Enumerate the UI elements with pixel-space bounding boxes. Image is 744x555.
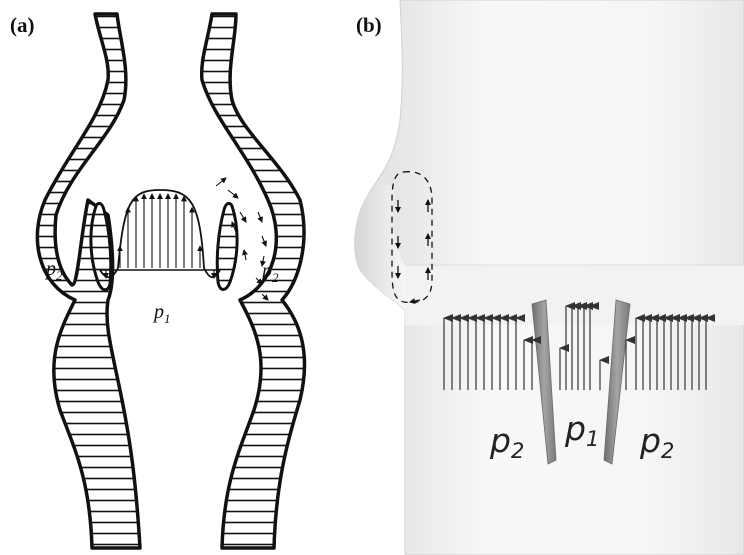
vortex-arrow xyxy=(240,212,246,222)
velocity-profile xyxy=(100,190,220,278)
panel-b: (b) p2 p1 p2 xyxy=(355,0,744,555)
vortex-arrow xyxy=(228,190,238,198)
vortex-arrow xyxy=(262,236,266,246)
label-p1-a: p1 xyxy=(152,301,171,326)
vortex-arrow xyxy=(216,178,226,186)
right-valve-leaflet xyxy=(217,203,237,289)
vortex-arrow xyxy=(244,250,246,260)
panel-a: (a) p2 p1 p2 xyxy=(10,13,305,548)
valve-band xyxy=(405,265,744,325)
panel-b-label: (b) xyxy=(356,13,382,37)
panel-a-label: (a) xyxy=(10,13,35,37)
vortex-arrow xyxy=(258,212,262,222)
left-vein-wall xyxy=(37,14,140,548)
